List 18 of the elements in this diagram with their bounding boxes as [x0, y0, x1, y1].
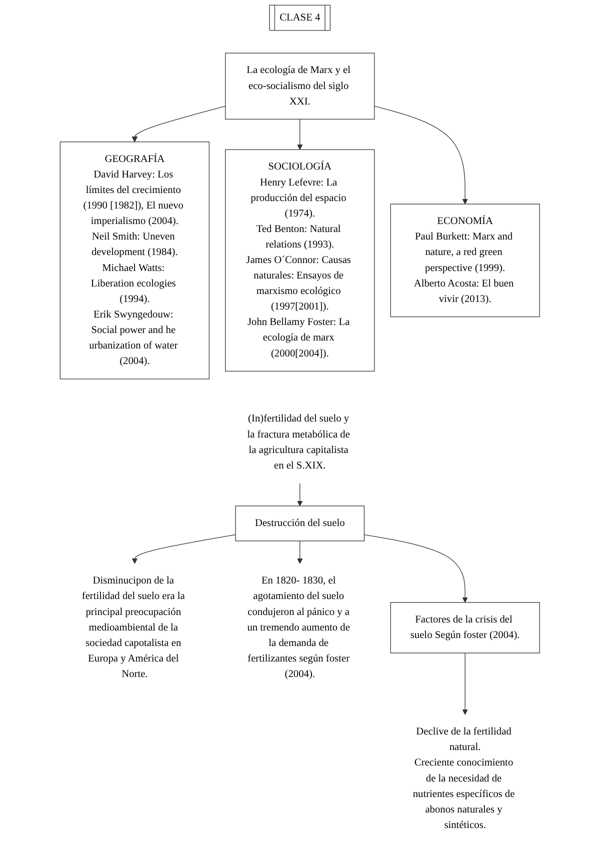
node-text: En 1820- 1830, el agotamiento del suelo condujeron al pánico y a un tremendo aumento de la demanda de fertilizantes según foster (2004). [246, 575, 350, 680]
arrow [131, 534, 236, 564]
node-box: GEOGRAFÍA David Harvey: Los límites del crecimiento (1990 [1982]), El nuevo imperialismo (2004). Neil Smith: Uneven development (1984). Michael Watts: Liberation ecologies (1994). Erik Swyngedouw: Social power and he urbanization of water (2004). [59, 142, 210, 380]
arrow [296, 482, 302, 506]
node-box: SOCIOLOGÍA Henry Lefevre: La producción del espacio (1974). Ted Benton: Natural relations (1993). James O´Connor: Causas naturales: Ensayos de marxismo ecológico (1997[2001]). John Bellamy Foster: La ecología de marx (2000[2004]). [224, 149, 374, 372]
node-box: Factores de la crisis del suelo Según foster (2004). [390, 602, 540, 654]
arrow [296, 540, 302, 564]
node-text: (In)fertilidad del suelo y la fractura metabólica de la agricultura capitalista en el S.XIX. [246, 413, 350, 471]
node-box: La ecología de Marx y el eco-socialismo del siglo XXI. [224, 52, 374, 120]
arrow [374, 106, 468, 204]
arrow [296, 118, 302, 150]
node-box: Destrucción del suelo [234, 506, 364, 542]
arrow [462, 652, 468, 715]
arrow [131, 106, 226, 142]
node-text: Disminucipon de la fertilidad del suelo era la principal preocupación medioambiental de la sociedad capotalista en Europa y América del Norte. [81, 575, 185, 680]
node-text: Declive de la fertilidad natural. Creciente conocimiento de la necesidad de nutrientes específicos de abonos naturales y sintéticos. [412, 726, 514, 830]
arrow [364, 534, 468, 603]
node-box: ECONOMÍA Paul Burkett: Marx and nature, a red green perspective (1999). Alberto Acosta: El buen vivir (2013). [390, 204, 540, 318]
